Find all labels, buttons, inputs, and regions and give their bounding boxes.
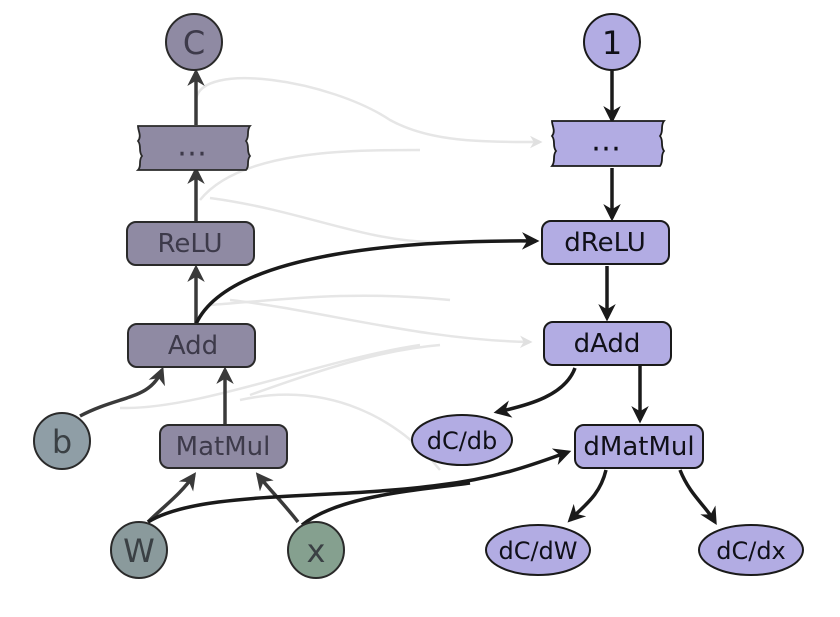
node-dmatmul-label: dMatMul	[583, 432, 694, 462]
node-w-label: W	[123, 532, 155, 570]
faint-edge-matmul-to-dadd	[249, 343, 441, 397]
edge-w-to-matmul	[146, 472, 197, 524]
faint-edge-add-to-drelu	[209, 294, 451, 307]
node-backward-ellipsis-label: …	[591, 124, 621, 159]
node-dcdx[interactable]: dC/dx	[698, 524, 804, 576]
node-b[interactable]: b	[33, 412, 91, 470]
backward-nodes: 1 … dReLU dAdd dMatMul dC/db dC/dW dC/d	[411, 13, 804, 576]
node-add-label: Add	[168, 331, 218, 361]
node-matmul-label: MatMul	[176, 432, 271, 462]
faint-edge-relu-to-drelu	[209, 196, 431, 244]
backward-edges	[147, 70, 717, 527]
faint-edge-b-to-dadd	[119, 343, 421, 410]
node-c-label: C	[183, 24, 205, 62]
node-backward-ellipsis[interactable]: …	[550, 120, 666, 167]
edge-add-to-drelu	[194, 232, 540, 325]
faint-edge-relu-to-dellipsis	[199, 148, 421, 201]
faint-edge-ellipsis-to-dellipsis	[194, 76, 543, 149]
node-matmul[interactable]: MatMul	[159, 424, 288, 469]
node-forward-ellipsis[interactable]: …	[135, 125, 252, 171]
node-dadd-label: dAdd	[574, 329, 641, 359]
node-w[interactable]: W	[110, 521, 168, 579]
node-dadd[interactable]: dAdd	[543, 321, 672, 366]
node-x[interactable]: x	[287, 521, 345, 579]
node-dmatmul[interactable]: dMatMul	[574, 424, 704, 469]
node-dcdb[interactable]: dC/db	[411, 414, 513, 466]
edge-x-to-dmatmul	[300, 481, 471, 527]
node-c[interactable]: C	[165, 13, 223, 71]
edge-dmatmul-to-dcdw	[567, 469, 608, 523]
node-dcdw-label: dC/dW	[498, 537, 577, 565]
faint-edge-add-to-dadd	[229, 298, 533, 349]
node-b-label: b	[52, 423, 72, 461]
node-drelu[interactable]: dReLU	[541, 220, 670, 265]
node-forward-ellipsis-label: …	[177, 129, 207, 164]
input-nodes: b W x	[33, 412, 345, 579]
faint-dependency-edges	[119, 76, 543, 471]
node-dcdb-label: dC/db	[427, 427, 498, 455]
node-seed-one-label: 1	[602, 24, 622, 62]
node-relu[interactable]: ReLU	[126, 221, 255, 266]
edge-dadd-to-dcdb	[493, 367, 577, 418]
edge-dmatmul-to-dcdx	[678, 469, 717, 526]
node-dcdx-label: dC/dx	[716, 537, 786, 565]
edge-b-to-add	[79, 366, 165, 418]
node-drelu-label: dReLU	[564, 228, 646, 258]
node-x-label: x	[307, 532, 326, 570]
node-relu-label: ReLU	[157, 229, 222, 259]
edge-w-to-dmatmul	[147, 448, 572, 524]
node-dcdw[interactable]: dC/dW	[485, 524, 591, 576]
forward-nodes: C … ReLU Add MatMul	[126, 13, 288, 469]
node-seed-one[interactable]: 1	[583, 13, 641, 71]
node-add[interactable]: Add	[127, 323, 256, 368]
